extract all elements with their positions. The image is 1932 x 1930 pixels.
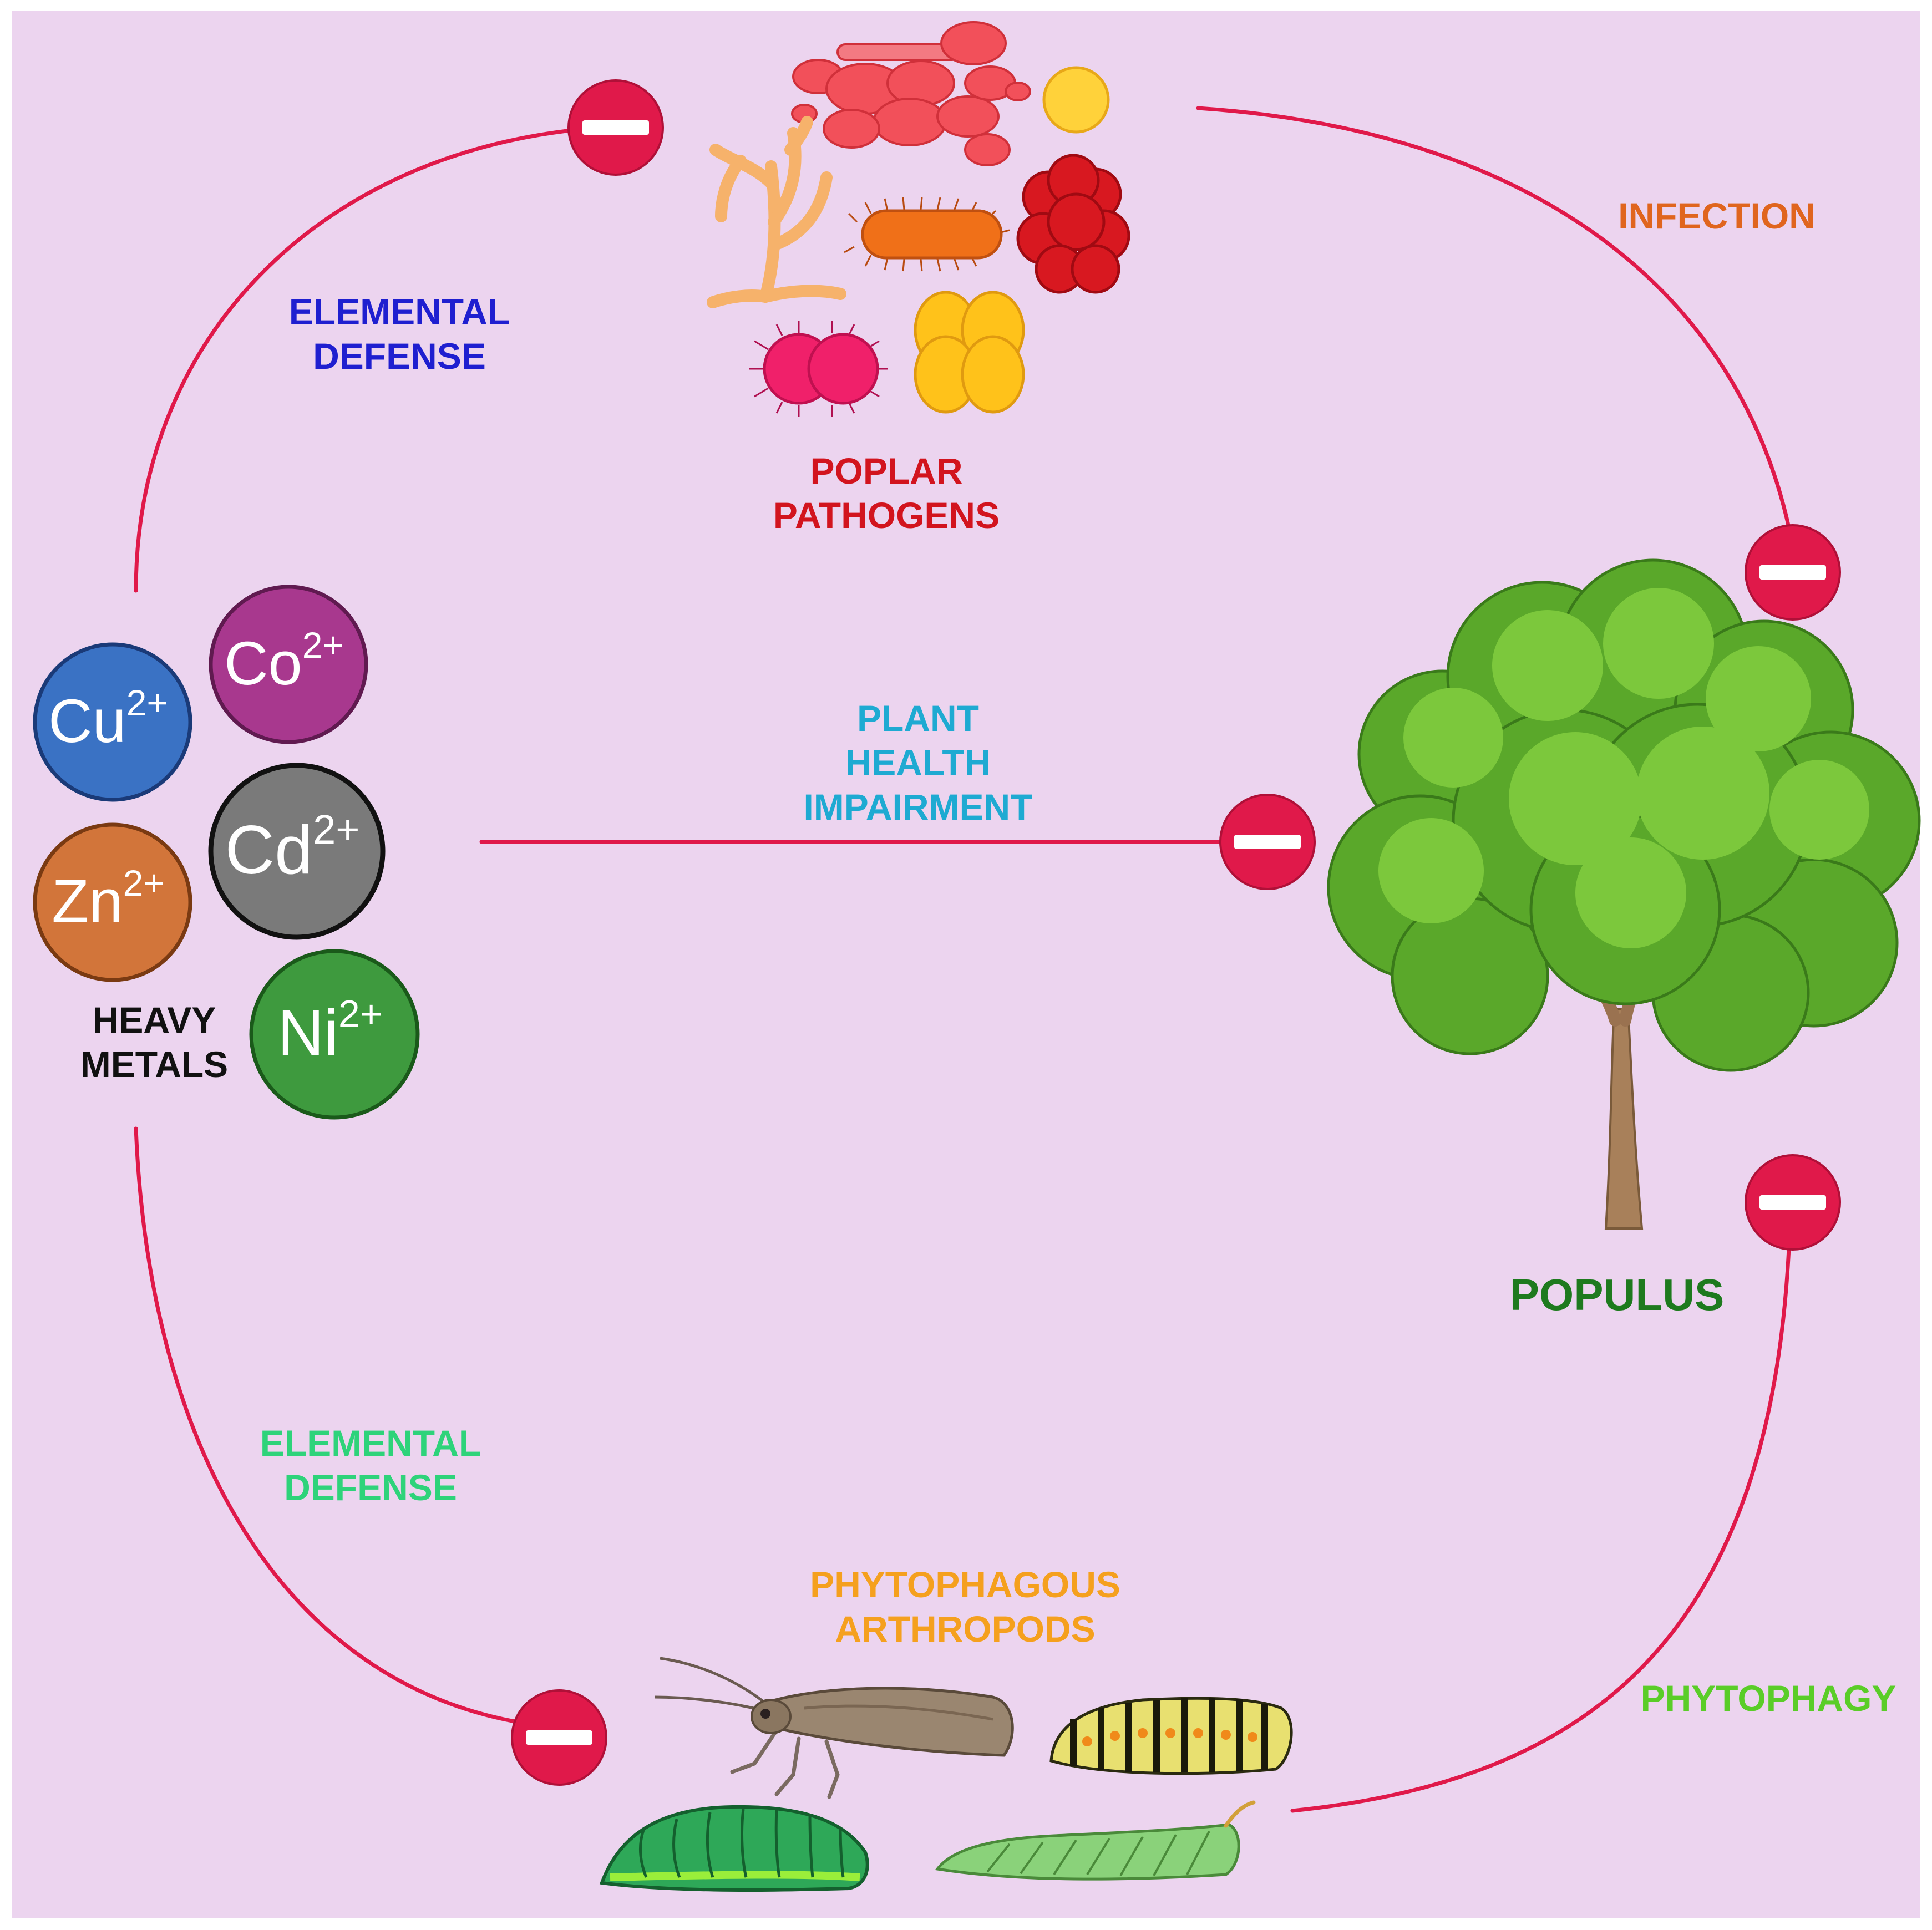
label-heavy-metals: HEAVY METALS [80, 999, 228, 1085]
plant-health-line1: PLANT [857, 698, 979, 739]
ion-zn-symbol: Zn [52, 867, 123, 936]
ion-co-disc [209, 585, 368, 744]
ion-zn-charge: 2+ [123, 862, 165, 903]
elemental-defense-top-line1: ELEMENTAL [289, 291, 510, 332]
arc-bottom-left [134, 1126, 537, 1727]
poplar-tree-icon [1327, 558, 1921, 1230]
connector-arcs [134, 106, 1794, 1813]
rod-bacterium-icon [844, 197, 1010, 272]
ion-cu-disc [33, 642, 192, 802]
poplar-pathogens-line2: PATHOGENS [773, 495, 1000, 536]
swallowtail-caterpillar-icon [1049, 1697, 1293, 1775]
fungal-hyphae-icon [707, 116, 846, 308]
inhibition-marker-right-upper [1745, 524, 1841, 621]
ion-cd-disc [208, 763, 386, 940]
label-poplar-pathogens: POPLAR PATHOGENS [773, 450, 1000, 536]
pathogens-cluster [707, 21, 1130, 417]
plant-health-line2: HEALTH [845, 742, 991, 783]
ion-co-charge: 2+ [302, 624, 344, 666]
svg-text:Cd2+: Cd2+ [225, 806, 360, 888]
ion-cu-charge: 2+ [126, 682, 168, 723]
hornworm-caterpillar-icon [935, 1800, 1256, 1881]
elemental-defense-bottom-line1: ELEMENTAL [260, 1423, 481, 1464]
round-spore-icon [1042, 66, 1110, 134]
ion-cd-symbol: Cd [225, 812, 313, 888]
label-elemental-defense-bottom: ELEMENTAL DEFENSE [260, 1423, 481, 1508]
inhibition-marker-top-left [567, 79, 664, 176]
poplar-pathogens-line1: POPLAR [810, 450, 962, 491]
arc-top-left [134, 128, 574, 593]
ion-zn-disc [33, 822, 192, 982]
heavy-metals-line1: HEAVY [93, 999, 216, 1040]
ion-co-symbol: Co [224, 629, 302, 698]
ion-cu: Cu2+ [33, 642, 192, 802]
ion-co: Co2+ [209, 585, 368, 744]
svg-text:Ni2+: Ni2+ [277, 992, 382, 1069]
elemental-defense-top-line2: DEFENSE [313, 336, 486, 377]
inhibition-marker-bottom-left [511, 1689, 607, 1786]
label-elemental-defense-top: ELEMENTAL DEFENSE [289, 291, 510, 377]
label-phytophagy: PHYTOPHAGY [1641, 1678, 1896, 1719]
tetrad-cocci-icon [914, 291, 1025, 414]
moth-icon [654, 1657, 1014, 1799]
phytophagous-arthropods-line1: PHYTOPHAGOUS [810, 1564, 1120, 1605]
label-populus: POPULUS [1510, 1270, 1725, 1319]
plant-health-line3: IMPAIRMENT [803, 786, 1032, 827]
ion-ni-symbol: Ni [277, 997, 338, 1069]
diplococcus-icon [749, 321, 888, 417]
ion-cu-symbol: Cu [48, 687, 126, 755]
label-infection: INFECTION [1618, 195, 1816, 236]
label-phytophagous-arthropods: PHYTOPHAGOUS ARTHROPODS [810, 1564, 1120, 1649]
ion-cd: Cd2+ [208, 763, 386, 940]
ion-ni: Ni2+ [249, 949, 420, 1120]
svg-text:Cu2+: Cu2+ [48, 682, 168, 755]
spore-cluster-icon [1016, 154, 1130, 294]
arc-bottom-right [1290, 1246, 1791, 1813]
inhibition-marker-right-lower [1745, 1154, 1841, 1251]
ion-cd-charge: 2+ [313, 806, 359, 852]
phytophagous-arthropods-line2: ARTHROPODS [835, 1608, 1095, 1649]
svg-text:Zn2+: Zn2+ [52, 862, 165, 936]
label-plant-health-impairment: PLANT HEALTH IMPAIRMENT [803, 698, 1032, 827]
sawfly-larva-icon [599, 1805, 869, 1892]
heavy-metal-ions: Cu2+ Co2+ Cd2+ Zn2+ Ni2+ [33, 585, 420, 1120]
arc-top-right [1196, 106, 1794, 543]
budding-yeast-icon [791, 21, 1031, 166]
arthropods-cluster [599, 1657, 1293, 1892]
svg-text:Co2+: Co2+ [224, 624, 344, 698]
heavy-metals-line2: METALS [80, 1044, 228, 1085]
ion-ni-disc [249, 949, 420, 1120]
ion-zn: Zn2+ [33, 822, 192, 982]
inhibition-marker-center [1219, 794, 1316, 890]
elemental-defense-bottom-line2: DEFENSE [284, 1467, 457, 1508]
ion-ni-charge: 2+ [338, 992, 383, 1035]
